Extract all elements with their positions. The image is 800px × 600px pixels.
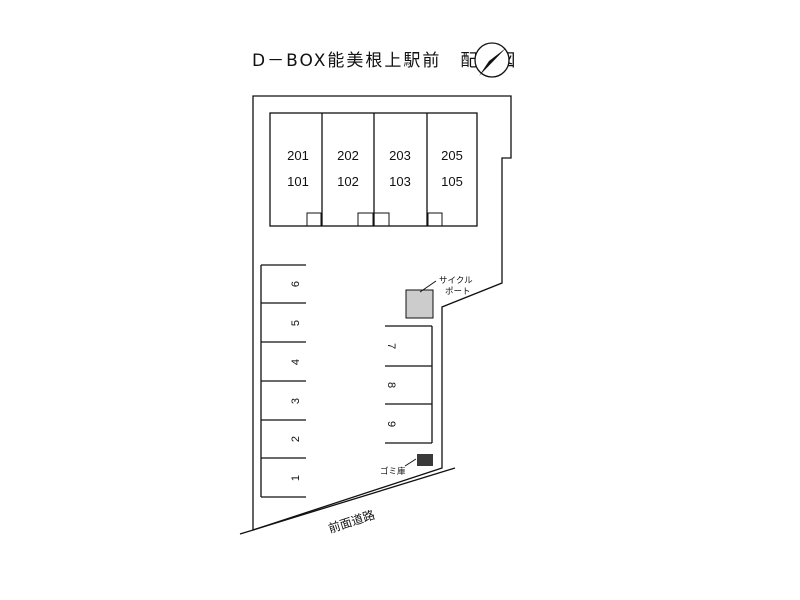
parking-slot-label: 7 [385,343,397,349]
entrance-101 [306,212,322,227]
unit-lower-label: 103 [389,174,411,189]
building: 201 101 202 102 203 103 205 105 [269,112,478,227]
parking-slot-label: 9 [385,421,397,427]
cycle-port-label: サイクル [439,276,473,286]
cycle-port-box [405,289,434,319]
parking-slot-label: 2 [290,436,302,442]
parking-slot-label: 8 [385,382,397,388]
road-label: 前面道路 [326,507,376,536]
unit-upper-label: 203 [389,148,411,163]
parking-slot-label: 4 [290,359,302,365]
unit-upper-label: 201 [287,148,309,163]
unit-lower-label: 102 [337,174,359,189]
road-line [239,467,456,535]
entrance-102 [357,212,374,227]
parking-slot-label: 3 [290,398,302,404]
garbage-storage: ゴミ庫 [380,454,433,477]
unit-upper-label: 202 [337,148,359,163]
page-title: D－BOX能美根上駅前 配置図 [252,51,517,71]
unit-lower-label: 101 [287,174,309,189]
parking-left: 6 5 4 3 2 1 [260,264,306,498]
cycle-port: サイクル ポート [405,276,473,319]
entrance-103 [373,212,390,227]
north-arrow-icon [474,42,510,78]
unit-upper-label: 205 [441,148,463,163]
site-boundary [252,95,512,531]
unit-lower-label: 105 [441,174,463,189]
parking-slot-label: 1 [290,475,302,481]
parking-slot-label: 6 [290,281,302,287]
garbage-box [417,454,433,466]
parking-right: 7 8 9 [385,325,433,444]
entrance-105 [427,212,443,227]
parking-slot-label: 5 [290,320,302,326]
cycle-port-label: ポート [445,287,471,297]
garbage-label: ゴミ庫 [380,466,406,477]
